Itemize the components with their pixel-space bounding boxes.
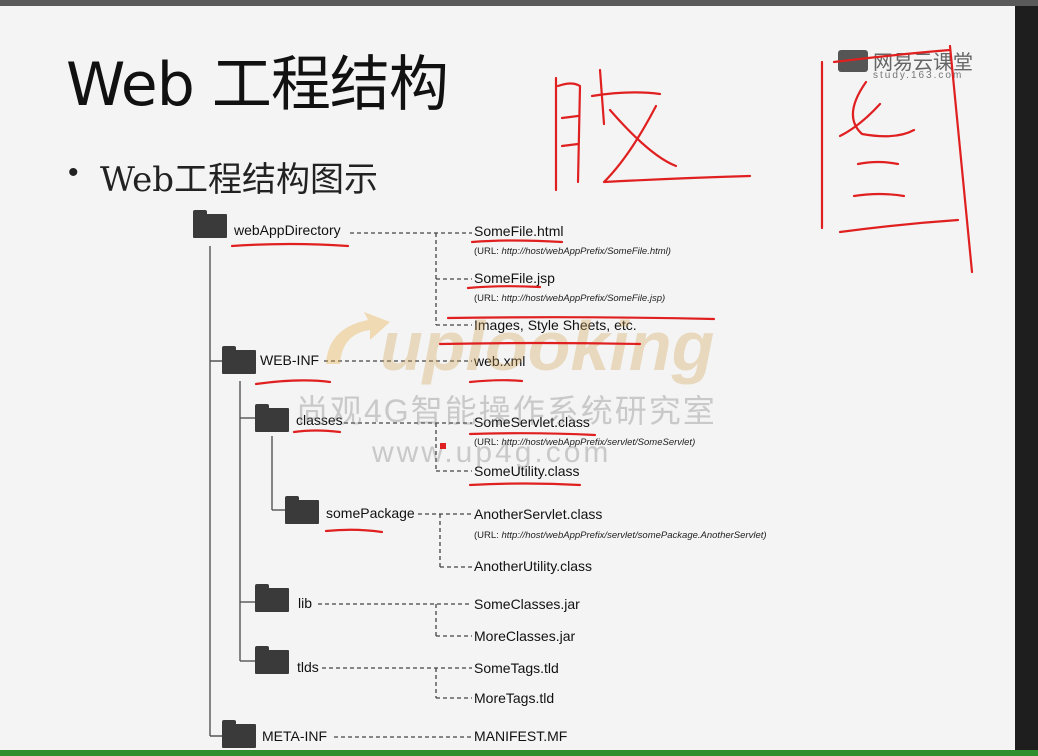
watermark-brand: uplooking [380, 307, 715, 385]
folder-icon [222, 346, 256, 374]
uplooking-arrow-icon [326, 312, 390, 364]
file-someclasses-jar: SomeClasses.jar [474, 596, 580, 612]
folder-icon [255, 646, 289, 674]
file-sometags-tld: SomeTags.tld [474, 660, 559, 676]
file-images: Images, Style Sheets, etc. [474, 317, 637, 333]
folder-label-webappdirectory: webAppDirectory [234, 222, 341, 238]
file-somefile-jsp: SomeFile.jsp [474, 270, 555, 286]
file-moreclasses-jar: MoreClasses.jar [474, 628, 576, 644]
file-moretags-tld: MoreTags.tld [474, 690, 555, 706]
folder-label-web-inf: WEB-INF [260, 352, 320, 368]
file-someutility-class: SomeUtility.class [474, 463, 580, 479]
folder-icon [255, 404, 289, 432]
progress-bar [0, 750, 1038, 756]
folder-icon [193, 210, 227, 238]
bullet-dot: • [68, 156, 79, 189]
file-web-xml: web.xml [474, 353, 526, 369]
file-someservlet-class: SomeServlet.class [474, 414, 590, 430]
folder-label-lib: lib [298, 595, 313, 611]
folder-icon [222, 720, 256, 748]
url-somefile-jsp: (URL: http://host/webAppPrefix/SomeFile.… [474, 293, 666, 304]
slide-title: Web 工程结构 [66, 50, 449, 120]
file-somefile-html: SomeFile.html [474, 223, 564, 239]
window-top-bar [0, 0, 1038, 6]
url-somefile-html: (URL: http://host/webAppPrefix/SomeFile.… [474, 246, 671, 257]
folder-label-tlds: tlds [297, 659, 319, 675]
file-anotherutility-class: AnotherUtility.class [474, 558, 593, 574]
folder-icon [285, 496, 319, 524]
folder-label-somepackage: somePackage [326, 505, 415, 521]
window-right-edge [1015, 6, 1038, 750]
folder-icon [255, 584, 289, 612]
tree-connectors [209, 232, 472, 738]
folder-label-meta-inf: META-INF [262, 728, 328, 744]
folder-label-classes: classes [296, 412, 343, 428]
watermark-url: www.up4g.com [372, 436, 612, 469]
url-anotherservlet: (URL: http://host/webAppPrefix/servlet/s… [474, 530, 767, 541]
logo-text: 网易云课堂 [873, 52, 973, 74]
bullet-text: Web工程结构图示 [100, 160, 379, 200]
slide-canvas: Web 工程结构 • Web工程结构图示 网易云课堂 study.163.com [0, 6, 1015, 750]
file-anotherservlet-class: AnotherServlet.class [474, 506, 603, 522]
netease-logo-icon [838, 50, 868, 72]
handwritten-annotations [230, 44, 974, 534]
logo-url: study.163.com [873, 70, 964, 81]
url-someservlet: (URL: http://host/webAppPrefix/servlet/S… [474, 437, 696, 448]
watermark-org: 尚观4G智能操作系统研究室 [296, 393, 717, 429]
file-manifest-mf: MANIFEST.MF [474, 728, 568, 744]
